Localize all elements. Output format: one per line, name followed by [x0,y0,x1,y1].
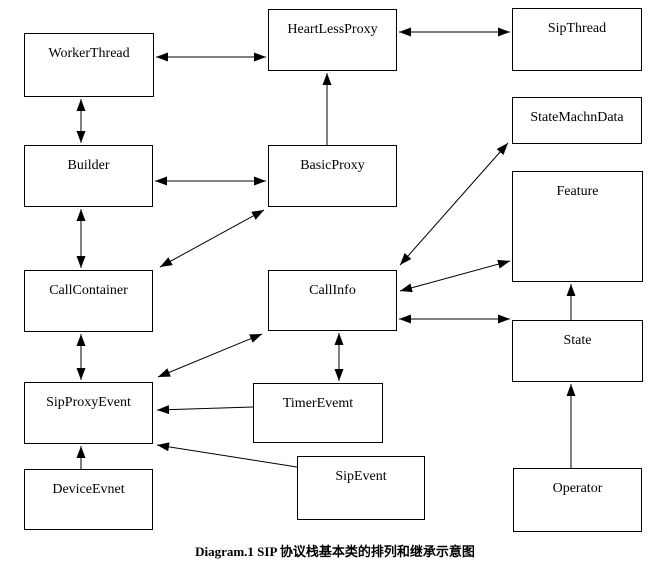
node-sipevent: SipEvent [297,456,425,520]
node-operator: Operator [513,468,642,532]
node-heartlessproxy: HeartLessProxy [268,9,397,71]
node-basicproxy: BasicProxy [268,145,397,207]
node-callinfo: CallInfo [268,270,397,331]
node-deviceevnet: DeviceEvnet [24,469,153,530]
edge-sipproxyevent-callinfo [157,333,263,378]
edge-callinfo-statemachndata [399,142,509,266]
edge-callinfo-feature [399,259,511,293]
node-sipthread: SipThread [512,8,642,71]
node-sipproxyevent: SipProxyEvent [24,382,153,444]
node-timerevemt: TimerEvemt [253,383,383,443]
diagram-caption: Diagram.1 SIP 协议栈基本类的排列和继承示意图 [195,544,475,559]
node-workerthread: WorkerThread [24,33,154,97]
node-feature: Feature [512,171,643,282]
edge-callcontainer-basicproxy [159,209,265,268]
node-callcontainer: CallContainer [24,270,153,332]
edge-timerevemt-sipproxyevent [156,405,254,415]
node-statemachndata: StateMachnData [512,97,642,144]
node-builder: Builder [24,145,153,207]
edge-sipevent-sipproxyevent [156,442,298,468]
node-state: State [512,320,643,382]
